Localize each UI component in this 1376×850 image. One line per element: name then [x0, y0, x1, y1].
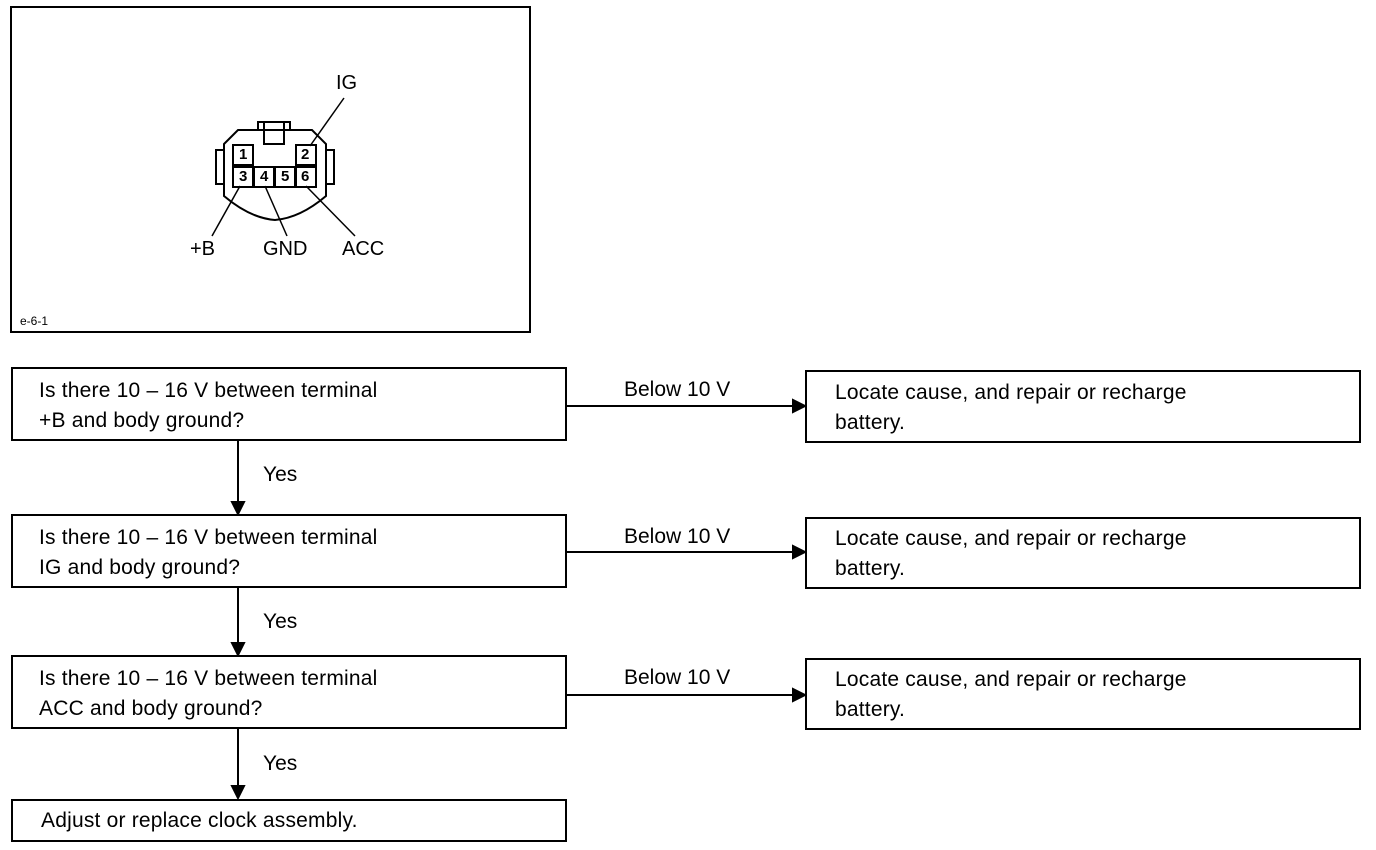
step-3-line-2: ACC and body ground? — [39, 697, 263, 720]
below-arrows — [567, 398, 808, 703]
connector-housing — [223, 129, 327, 222]
leader-ig — [309, 97, 345, 147]
pin-label-acc: ACC — [342, 238, 385, 260]
step-box-1: Is there 10 – 16 V between terminal +B a… — [11, 367, 567, 441]
yes-arrows — [230, 441, 246, 801]
step-2-line-1: Is there 10 – 16 V between terminal — [39, 526, 378, 549]
step-box-2: Is there 10 – 16 V between terminal IG a… — [11, 514, 567, 588]
final-action-text: Adjust or replace clock assembly. — [41, 809, 358, 832]
action-box-1: Locate cause, and repair or recharge bat… — [805, 370, 1361, 443]
connector-figure-frame — [10, 6, 531, 333]
leader-b — [211, 185, 241, 237]
pin-number-4: 4 — [260, 168, 269, 185]
yes-label-1: Yes — [263, 463, 298, 486]
below-label-1: Below 10 V — [624, 378, 731, 401]
pin-cell-2 — [295, 144, 317, 166]
action-2-line-1: Locate cause, and repair or recharge — [835, 527, 1187, 550]
connector-side-tab-right — [326, 149, 335, 185]
pin-number-3: 3 — [239, 168, 248, 185]
pin-number-6: 6 — [301, 168, 310, 185]
final-action-box: Adjust or replace clock assembly. — [11, 799, 567, 842]
step-1-line-2: +B and body ground? — [39, 409, 245, 432]
yes-label-3: Yes — [263, 752, 298, 775]
action-1-line-2: battery. — [835, 411, 906, 434]
step-2-line-2: IG and body ground? — [39, 556, 241, 579]
action-1-line-1: Locate cause, and repair or recharge — [835, 381, 1187, 404]
step-3-line-1: Is there 10 – 16 V between terminal — [39, 667, 378, 690]
action-3-line-2: battery. — [835, 698, 906, 721]
pin-label-ig: IG — [336, 72, 358, 94]
connector-latch — [257, 121, 291, 145]
figure-id: e-6-1 — [20, 314, 49, 328]
pin-number-5: 5 — [281, 168, 290, 185]
below-label-2: Below 10 V — [624, 525, 731, 548]
step-box-3: Is there 10 – 16 V between terminal ACC … — [11, 655, 567, 729]
pin-cell-1 — [232, 144, 254, 166]
step-1-line-1: Is there 10 – 16 V between terminal — [39, 379, 378, 402]
pin-label-gnd: GND — [263, 238, 308, 260]
leader-acc — [305, 185, 356, 237]
pin-number-1: 1 — [239, 146, 248, 163]
action-box-2: Locate cause, and repair or recharge bat… — [805, 517, 1361, 589]
action-2-line-2: battery. — [835, 557, 906, 580]
pin-label-b: +B — [190, 238, 216, 260]
action-box-3: Locate cause, and repair or recharge bat… — [805, 658, 1361, 730]
connector-side-tab-left — [215, 149, 224, 185]
action-3-line-1: Locate cause, and repair or recharge — [835, 668, 1187, 691]
leader-gnd — [264, 185, 288, 237]
pin-number-2: 2 — [301, 146, 310, 163]
below-label-3: Below 10 V — [624, 666, 731, 689]
yes-label-2: Yes — [263, 610, 298, 633]
